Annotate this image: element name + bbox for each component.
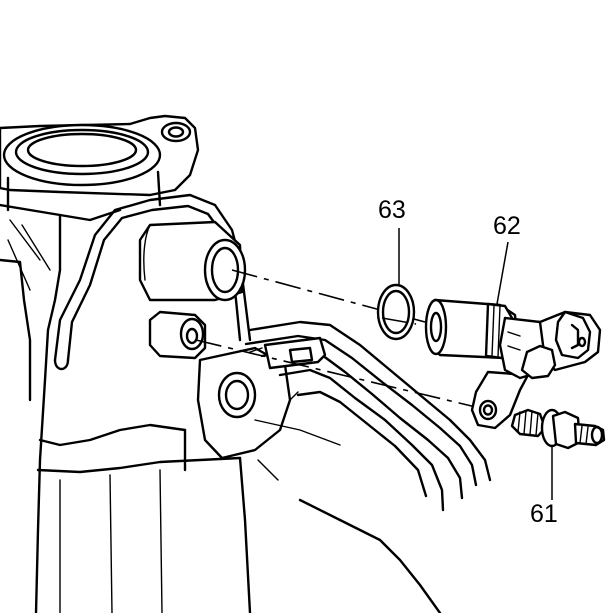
housing	[0, 114, 492, 613]
o-ring-63	[376, 283, 417, 341]
callout-63: 63	[378, 196, 406, 224]
callout-leaders	[398, 228, 553, 500]
alignment-lines	[195, 269, 481, 409]
bolt-61	[510, 408, 606, 450]
callout-61: 61	[530, 500, 558, 528]
sensor-62	[424, 298, 602, 430]
leader-62	[496, 241, 509, 305]
callout-62: 62	[493, 212, 521, 240]
